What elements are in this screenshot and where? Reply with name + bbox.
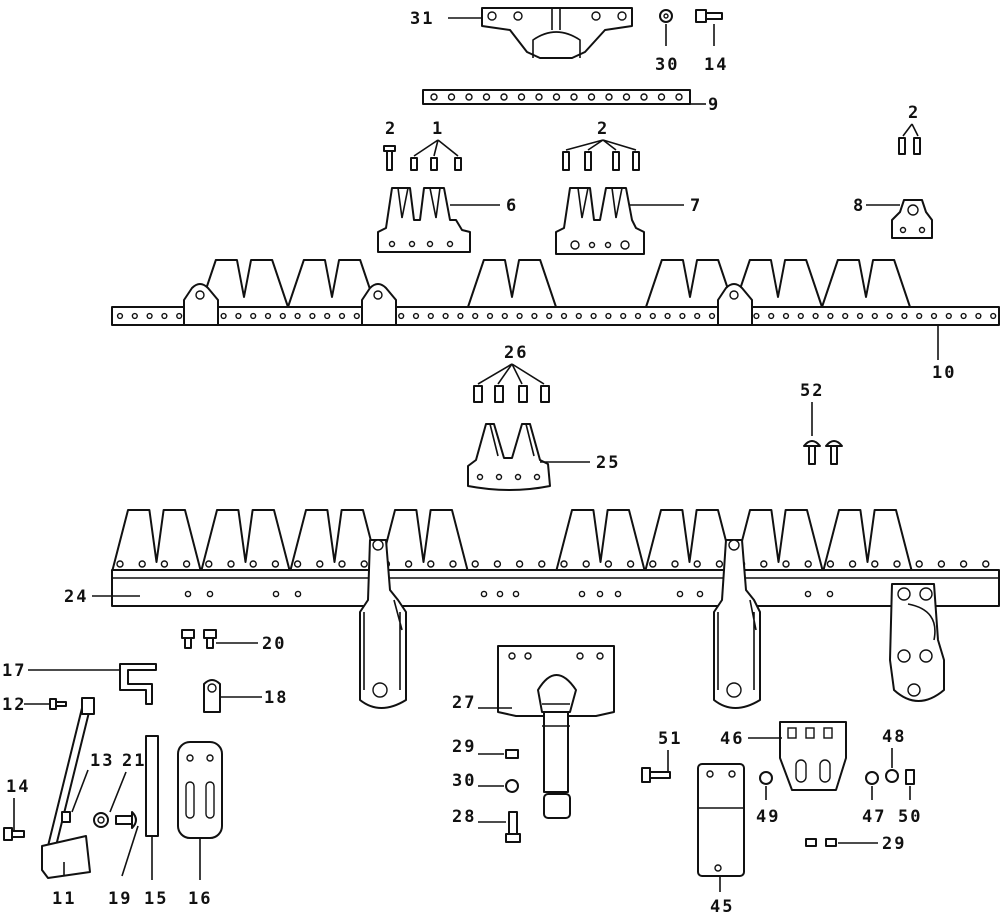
label-48: 48: [882, 727, 906, 747]
label-30-top: 30: [655, 55, 679, 75]
part-47-washer: [865, 771, 879, 785]
part-14-bolt: [695, 9, 723, 23]
label-31: 31: [410, 9, 434, 29]
part-7-guard: [555, 187, 645, 255]
label-45: 45: [710, 897, 734, 914]
knife-head-middle: [713, 539, 761, 709]
part-29-nut: [505, 749, 519, 759]
part-48-washer: [885, 769, 899, 783]
label-11: 11: [52, 889, 76, 909]
label-14-bottom: 14: [6, 777, 30, 797]
label-30-bottom: 30: [452, 771, 476, 791]
part-16-plate: [177, 741, 223, 839]
label-10: 10: [932, 363, 956, 383]
part-20-bolts: [181, 629, 217, 649]
part-11-guide: [41, 697, 95, 879]
knife-head-right: [889, 583, 945, 702]
part-6-guard: [377, 187, 471, 253]
part-2-rivets-right: [898, 137, 921, 155]
knife-head-left: [359, 539, 407, 709]
label-13: 13: [90, 751, 114, 771]
label-18: 18: [264, 688, 288, 708]
label-21: 21: [122, 751, 146, 771]
label-27: 27: [452, 693, 476, 713]
part-8-clip: [891, 199, 933, 239]
label-19: 19: [108, 889, 132, 909]
part-12-pin: [49, 698, 67, 710]
part-1-rivets: [410, 157, 462, 171]
label-17: 17: [2, 661, 26, 681]
part-31-bracket: [481, 7, 633, 59]
label-6: 6: [506, 196, 518, 216]
part-24-knife-bar: [111, 509, 1000, 607]
label-26: 26: [504, 343, 528, 363]
label-46: 46: [720, 729, 744, 749]
label-29-right: 29: [882, 834, 906, 854]
label-51: 51: [658, 729, 682, 749]
part-52-bolts: [803, 440, 843, 465]
part-45-plate: [697, 763, 745, 877]
label-50: 50: [898, 807, 922, 827]
part-2-rivet: [383, 145, 396, 171]
label-47: 47: [862, 807, 886, 827]
part-2-rivets-middle: [562, 151, 640, 171]
part-9-bar: [422, 89, 691, 105]
part-30-washer-lower: [505, 779, 519, 793]
label-25: 25: [596, 453, 620, 473]
label-52: 52: [800, 381, 824, 401]
label-14-top: 14: [704, 55, 728, 75]
part-19-bolt: [115, 811, 137, 829]
part-29-nuts-right: [805, 838, 837, 847]
part-17-rod: [119, 663, 157, 705]
part-18-lug: [203, 679, 221, 713]
label-16: 16: [188, 889, 212, 909]
label-8: 8: [853, 196, 865, 216]
label-12: 12: [2, 695, 26, 715]
label-20: 20: [262, 634, 286, 654]
label-28: 28: [452, 807, 476, 827]
part-27-drive: [497, 645, 615, 819]
part-26-rivets: [473, 385, 550, 403]
part-25-section: [467, 423, 551, 491]
part-51-bolt: [641, 767, 671, 783]
label-49: 49: [756, 807, 780, 827]
part-50-nut: [905, 769, 915, 785]
label-1: 1: [432, 119, 444, 139]
label-15: 15: [144, 889, 168, 909]
part-46-plate: [779, 721, 847, 791]
part-49-washer: [759, 771, 773, 785]
label-9: 9: [708, 95, 720, 115]
part-28-bolt: [505, 811, 521, 843]
label-2-left: 2: [385, 119, 397, 139]
label-29-left: 29: [452, 737, 476, 757]
label-2-right: 2: [908, 103, 920, 123]
label-2-middle: 2: [597, 119, 609, 139]
part-10-guard-bar: [111, 259, 1000, 326]
part-15-strip: [145, 735, 159, 837]
label-7: 7: [690, 196, 702, 216]
part-14-bolt-bottom: [3, 827, 25, 841]
label-24: 24: [64, 587, 88, 607]
